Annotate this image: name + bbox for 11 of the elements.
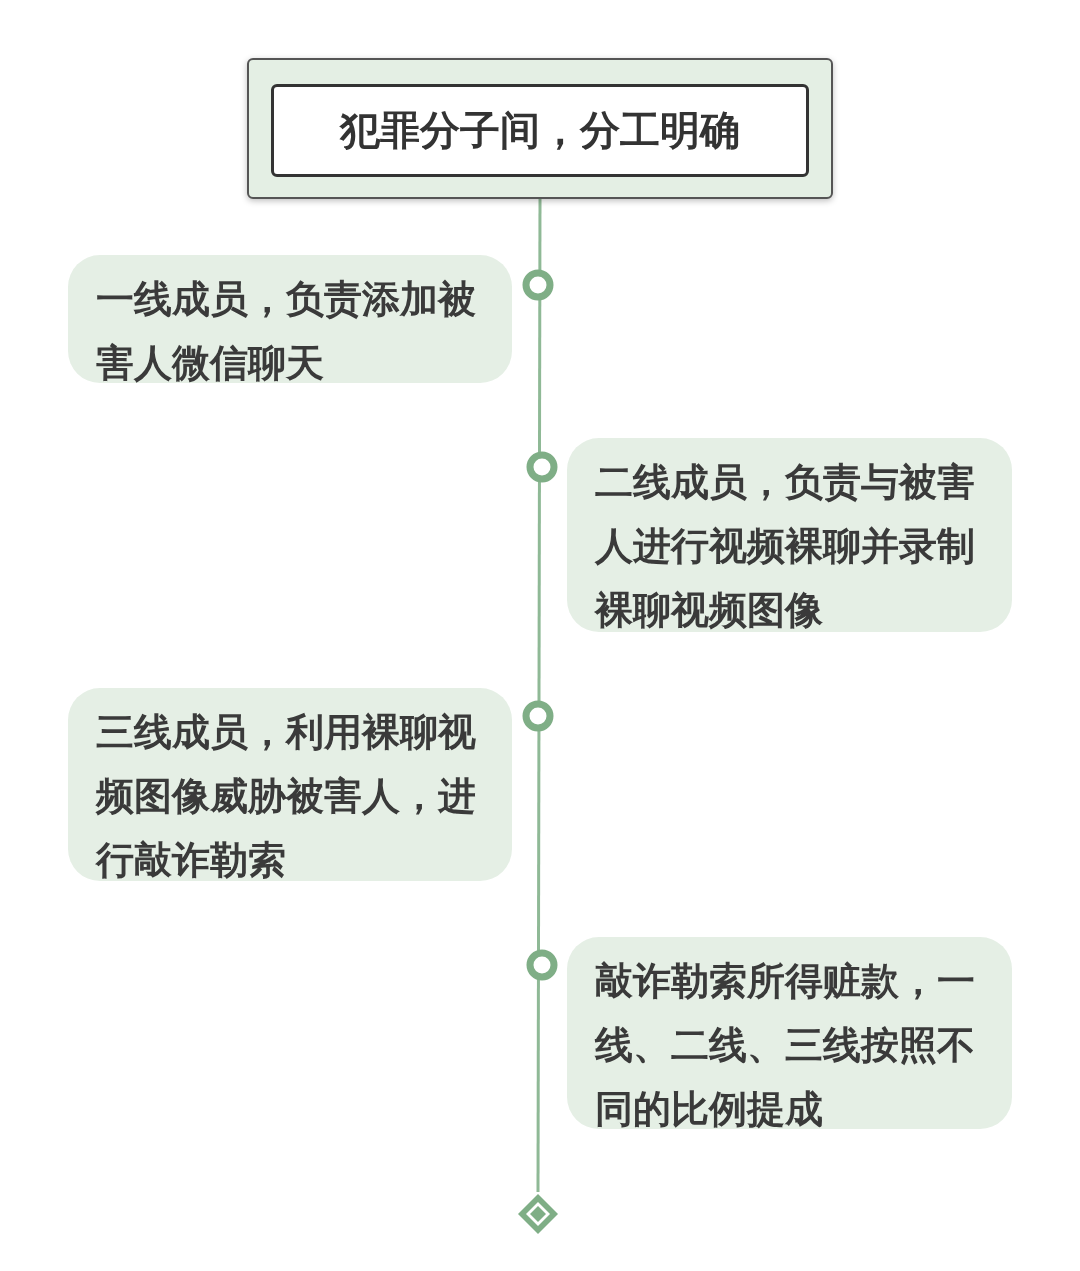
timeline-card: [567, 937, 1012, 1129]
timeline-card: [567, 438, 1012, 632]
title-box: [247, 58, 833, 199]
timeline-card: [68, 688, 512, 881]
card-text: 二线成员，负责与被害人进行视频裸聊并录制裸聊视频图像: [595, 459, 976, 634]
timeline-line: [536, 199, 542, 1192]
card-text: 三线成员，利用裸聊视频图像威胁被害人，进行敲诈勒索: [96, 709, 477, 884]
card-text: 敲诈勒索所得赃款，一线、二线、三线按照不同的比例提成: [595, 958, 976, 1133]
title-text: 犯罪分子间，分工明确: [340, 106, 740, 155]
timeline-card: [68, 255, 512, 383]
card-text: 一线成员，负责添加被害人微信聊天: [96, 276, 477, 387]
